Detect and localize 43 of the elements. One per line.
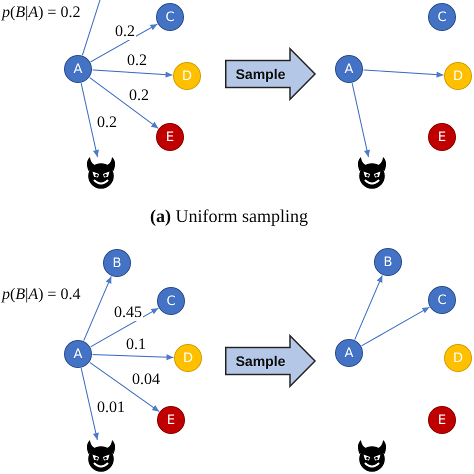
graph-node: C xyxy=(428,3,456,31)
arrow xyxy=(90,308,159,348)
graph-node: D xyxy=(173,62,201,90)
arrow xyxy=(89,77,159,129)
devil-face-icon xyxy=(356,157,388,189)
arrow xyxy=(90,24,158,62)
graph-node: B xyxy=(103,249,131,277)
graph-node: B xyxy=(374,248,402,276)
arrow xyxy=(352,83,370,158)
graph-node: D xyxy=(444,344,472,372)
connector-line xyxy=(82,0,101,56)
graph-node: C xyxy=(157,287,185,315)
arrow xyxy=(83,276,112,341)
graph-node: E xyxy=(428,406,456,434)
graph-node: E xyxy=(156,123,184,151)
graph-node: D xyxy=(174,344,202,372)
graph-node: A xyxy=(64,340,92,368)
edge-label: 0.2 xyxy=(114,24,136,40)
edge-label: p(B|A) = 0.4 xyxy=(1,287,82,303)
arrow xyxy=(92,354,174,360)
graph-node: A xyxy=(335,339,363,367)
arrow xyxy=(354,275,383,340)
arrow xyxy=(80,368,99,440)
arrow xyxy=(363,69,444,78)
arrow xyxy=(92,69,173,78)
graph-node: C xyxy=(156,3,184,31)
figure-caption: (a) Uniform sampling xyxy=(150,207,308,227)
graph-node: A xyxy=(64,55,92,83)
graph-node: C xyxy=(428,286,456,314)
edge-label: 0.45 xyxy=(113,305,143,321)
graph-node: E xyxy=(428,123,456,151)
arrow xyxy=(80,83,99,158)
block-arrow: Sample xyxy=(225,335,316,387)
graph-node: E xyxy=(157,406,185,434)
devil-face-icon xyxy=(85,440,117,472)
arrow xyxy=(361,306,430,346)
devil-face-icon xyxy=(85,157,117,189)
edge-label: p(B|A) = 0.2 xyxy=(1,5,82,21)
arrow xyxy=(90,362,160,412)
devil-face-icon xyxy=(356,440,388,472)
graph-node: A xyxy=(335,55,363,83)
block-arrow: Sample xyxy=(225,48,316,100)
graph-node: D xyxy=(444,62,472,90)
